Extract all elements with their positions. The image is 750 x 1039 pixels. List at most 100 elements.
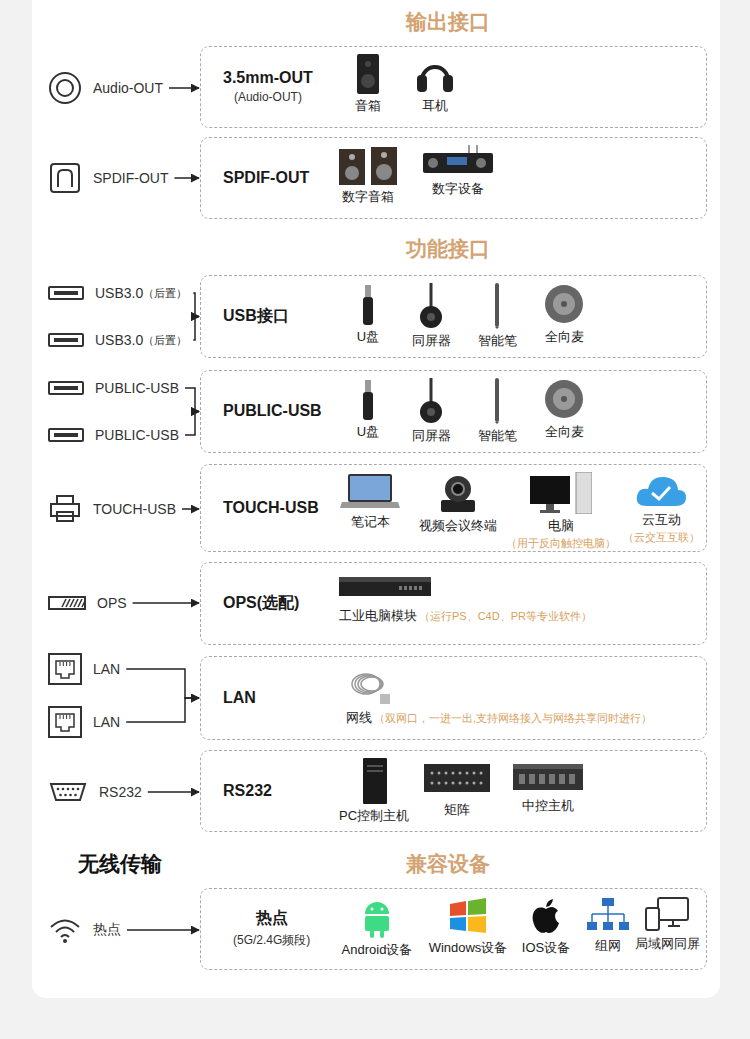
- box-heading: OPS(选配): [223, 593, 299, 614]
- port-label: USB3.0（后置）: [48, 285, 187, 301]
- icon-shape: [57, 496, 73, 504]
- icon-shape: [380, 694, 390, 704]
- node-text: (5G/2.4G频段): [233, 932, 310, 949]
- node-text: 数字音箱: [342, 188, 394, 206]
- usbstick-icon: [358, 283, 378, 325]
- icon-shape: [495, 283, 499, 327]
- connector-arrow: [148, 791, 199, 793]
- node-text: RS232: [99, 784, 142, 800]
- device-item: 数字音箱: [337, 145, 399, 206]
- node-text: USB接口: [223, 306, 289, 327]
- pc-icon: [530, 472, 592, 514]
- node-text: LAN: [223, 689, 256, 707]
- box-heading: SPDIF-OUT: [223, 169, 309, 187]
- node-text: PUBLIC-USB: [95, 427, 179, 443]
- icon-shape: [49, 382, 83, 394]
- interface-box: USB接口U盘同屏器智能笔全向麦: [200, 275, 707, 358]
- icon-shape: [49, 707, 81, 737]
- node-text: 耳机: [422, 97, 448, 115]
- pen-icon: [490, 283, 504, 329]
- icon-shape: [561, 396, 567, 402]
- icon-shape: [592, 906, 624, 922]
- box-heading: TOUCH-USB: [223, 499, 319, 517]
- icon-shape: [513, 764, 583, 769]
- icon-shape: [546, 899, 553, 907]
- node-text: Android设备: [342, 941, 413, 959]
- device-item: 智能笔: [478, 283, 517, 350]
- android-icon: [360, 896, 394, 938]
- icon-shape: [417, 75, 427, 92]
- icon-shape: [69, 662, 70, 666]
- icon-shape: [546, 504, 554, 510]
- device-item: 矩阵: [424, 758, 490, 819]
- windows-icon: [446, 896, 490, 936]
- section-heading: 输出接口: [406, 8, 490, 36]
- node-text: 矩阵: [444, 801, 470, 819]
- connector-arrow: [193, 317, 199, 341]
- dongle-icon: [416, 378, 446, 424]
- icon-shape: [452, 483, 464, 495]
- connector-arrow: [133, 602, 199, 604]
- icon-shape: [447, 157, 467, 165]
- node-text: PC控制主机: [339, 807, 409, 825]
- rs232-icon: [48, 781, 88, 803]
- node-text: Windows设备: [429, 939, 508, 957]
- icon-shape: [553, 293, 575, 315]
- icon-shape: [576, 472, 592, 514]
- icon-shape: [64, 794, 67, 797]
- node-text: （后置）: [143, 286, 187, 301]
- node-text: LAN: [93, 714, 120, 730]
- laptop-icon: [340, 472, 400, 510]
- icon-shape: [51, 921, 79, 928]
- connector-arrow: [185, 388, 199, 412]
- icon-shape: [428, 158, 438, 168]
- icon-shape: [57, 512, 73, 521]
- node-text: （后置）: [143, 333, 187, 348]
- icon-shape: [74, 599, 78, 607]
- icon-shape: [60, 662, 61, 666]
- icon-shape: [63, 939, 67, 943]
- icon-shape: [57, 80, 73, 96]
- port-label: LAN: [48, 706, 120, 738]
- icon-shape: [49, 654, 81, 684]
- icon-shape: [587, 922, 597, 930]
- node-text: 3.5mm-OUT: [223, 69, 313, 87]
- device-item: 中控主机: [513, 758, 583, 815]
- icon-shape: [559, 774, 565, 784]
- icon-shape: [63, 662, 64, 666]
- node-text: PUBLIC-USB: [95, 380, 179, 396]
- icon-shape: [77, 788, 80, 791]
- icon-shape: [495, 327, 499, 329]
- lan-icon: [48, 706, 82, 738]
- port-label: USB3.0（后置）: [48, 332, 187, 348]
- icon-shape: [56, 928, 74, 933]
- icon-shape: [370, 930, 374, 938]
- icon-shape: [480, 772, 483, 775]
- icon-shape: [62, 599, 66, 607]
- icon-shape: [652, 487, 670, 499]
- speaker-icon: [353, 54, 383, 94]
- node-text: IOS设备: [522, 939, 570, 957]
- node-text: （双网口，一进一出,支持网络接入与网络共享同时进行）: [374, 711, 652, 726]
- icon-shape: [49, 597, 85, 609]
- icon-shape: [339, 149, 365, 185]
- icon-shape: [459, 772, 462, 775]
- module-icon: [339, 570, 431, 604]
- icon-shape: [452, 772, 455, 775]
- icon-shape: [54, 338, 78, 342]
- icon-shape: [349, 154, 355, 160]
- device-item: 笔记本: [340, 472, 400, 531]
- icon-shape: [345, 166, 359, 180]
- device-item: 工业电脑模块（运行PS、C4D、PR等专业软件）: [339, 570, 592, 625]
- icon-shape: [459, 782, 462, 785]
- icon-shape: [365, 916, 389, 931]
- usbstick-icon: [358, 378, 378, 420]
- amp-icon: [423, 145, 493, 177]
- device-item: 电脑（用于反向触控电脑）: [506, 472, 616, 551]
- device-caption: 工业电脑模块（运行PS、C4D、PR等专业软件）: [339, 604, 592, 625]
- icon-shape: [529, 774, 535, 784]
- cable-icon: [346, 664, 392, 706]
- icon-shape: [381, 908, 384, 911]
- device-item: IOS设备: [522, 896, 570, 957]
